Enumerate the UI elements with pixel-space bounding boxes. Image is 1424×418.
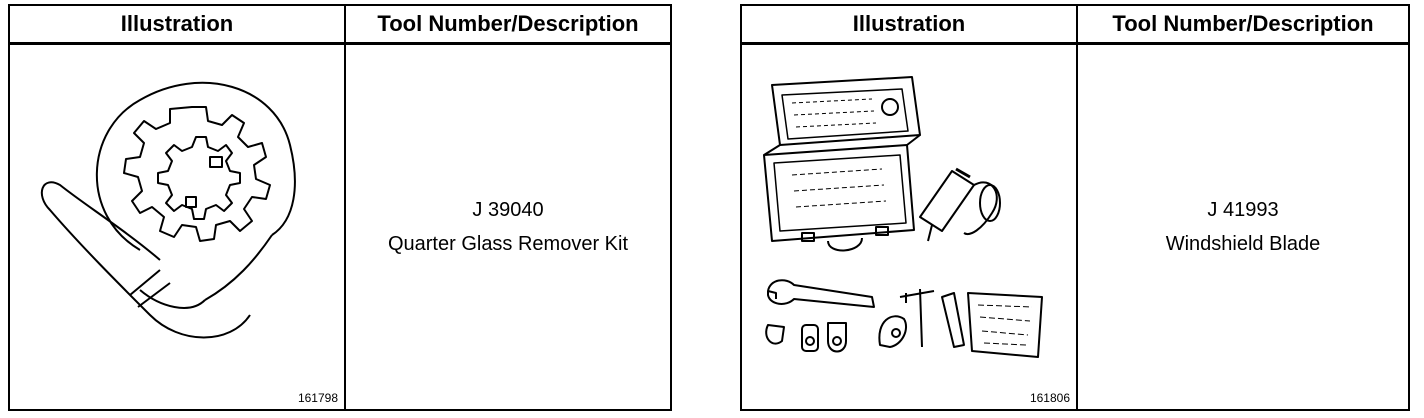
illustration-header: Illustration [8, 4, 346, 45]
description-cell: J 39040 Quarter Glass Remover Kit [344, 42, 672, 411]
figure-number: 161806 [1029, 391, 1070, 405]
figure-number: 161798 [297, 391, 338, 405]
illustration-cell: 161806 [740, 42, 1078, 411]
illustration-cell: 161798 [8, 42, 346, 411]
windshield-blade-kit-icon [763, 76, 1043, 358]
quarter-glass-remover-tool-icon [40, 81, 296, 339]
table-row: 161806 J 41993 Windshield Blade [740, 42, 1410, 411]
tool-description: Quarter Glass Remover Kit [387, 233, 629, 255]
header-row: Illustration Tool Number/Description [8, 4, 672, 45]
description-header: Tool Number/Description [1076, 4, 1410, 45]
tool-description: Windshield Blade [1165, 233, 1321, 255]
header-row: Illustration Tool Number/Description [740, 4, 1410, 45]
table-row: 161798 J 39040 Quarter Glass Remover Kit [8, 42, 672, 411]
tool-number: J 39040 [472, 199, 544, 221]
tool-table-right: Illustration Tool Number/Description [740, 4, 1410, 411]
illustration-header: Illustration [740, 4, 1078, 45]
description-cell: J 41993 Windshield Blade [1076, 42, 1410, 411]
tool-table-left: Illustration Tool Number/Description [8, 4, 672, 411]
tool-number: J 41993 [1207, 199, 1279, 221]
description-header: Tool Number/Description [344, 4, 672, 45]
